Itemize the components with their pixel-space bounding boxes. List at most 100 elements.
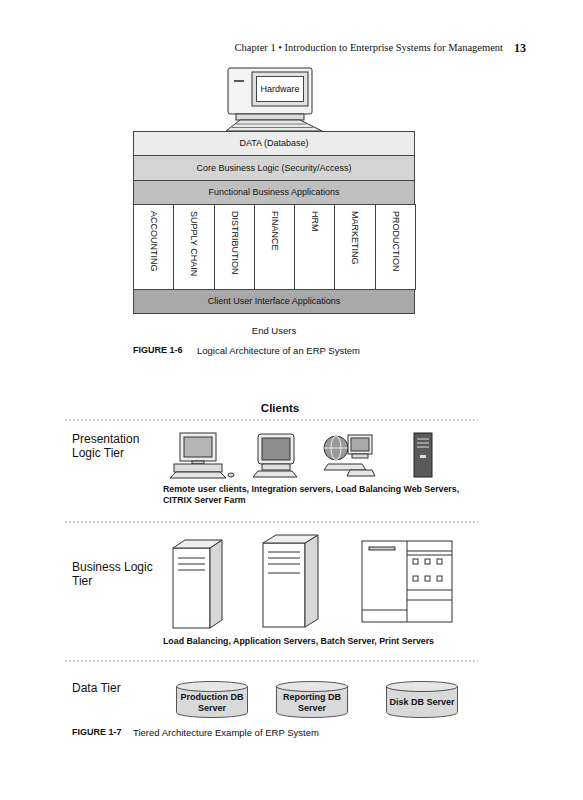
server-tower (173, 540, 222, 628)
server-tower-part (210, 540, 222, 628)
tier-divider (65, 420, 478, 661)
cylinder-top (387, 682, 458, 692)
module-column: DISTRIBUTION (214, 204, 255, 290)
computer-illustration (226, 68, 322, 131)
module-column: ACCOUNTING (133, 204, 174, 290)
network-computer-part (324, 436, 348, 460)
server-rack-part (425, 576, 430, 581)
server-tower-part (305, 535, 318, 627)
crt-computer-part (262, 464, 290, 470)
module-column: FINANCE (254, 204, 295, 290)
tower-computer (414, 433, 432, 477)
server-tower-part (178, 564, 205, 565)
section-heading: Clients (230, 402, 330, 416)
server-rack-part (425, 559, 430, 564)
server-tower (263, 535, 318, 627)
server-rack-part (407, 551, 452, 552)
node-text: HRM (309, 205, 320, 232)
cylinder-top (277, 682, 348, 692)
node-text: PRODUCTION (390, 205, 401, 272)
node-text: Production DB Server (178, 686, 246, 714)
server-rack-part (413, 576, 418, 581)
tier-divider-part (65, 420, 478, 421)
computer-illustration-part (232, 127, 313, 128)
module-column: MARKETING (334, 204, 375, 290)
node-text: DATA (Database) (239, 138, 308, 149)
server-rack-part (362, 541, 452, 622)
tier-label: Business Logic Tier (72, 560, 154, 589)
network-computer-part (347, 470, 375, 476)
server-rack-part (413, 559, 418, 564)
layer-band: Functional Business Applications (133, 180, 415, 205)
server-rack-part (407, 590, 452, 591)
network-computer-part (351, 438, 369, 451)
server-rack-part (437, 576, 442, 581)
tier-description: Load Balancing, Application Servers, Bat… (163, 636, 483, 647)
node-text: DISTRIBUTION (229, 205, 240, 275)
tower-computer-part (417, 447, 429, 448)
server-tower-part (173, 540, 222, 548)
server-tower-part (268, 552, 300, 553)
computer-illustration-part (236, 124, 306, 125)
server-tower-part (263, 543, 305, 627)
cylinder-top (177, 682, 248, 692)
network-computer-part (352, 454, 368, 458)
desktop-computer-part (184, 437, 212, 457)
db-cylinder: Reporting DB Server (276, 681, 348, 718)
figure-number: FIGURE 1-7 (72, 727, 142, 738)
server-tower-part (178, 570, 205, 571)
server-rack-part (407, 555, 452, 556)
figure-caption: Logical Architecture of an ERP System (197, 345, 457, 356)
computer-illustration-part (228, 68, 312, 114)
server-rack-part (369, 547, 395, 550)
server-tower-part (173, 548, 210, 628)
network-computer-part (324, 448, 348, 449)
node-text: Functional Business Applications (208, 187, 339, 198)
layer-band: Core Business Logic (Security/Access) (133, 155, 415, 181)
desktop-computer (170, 433, 234, 478)
db-cylinder: Disk DB Server (386, 681, 458, 718)
desktop-computer-part (180, 433, 216, 461)
screen-box: Hardware (256, 76, 304, 102)
node-text: MARKETING (350, 205, 361, 265)
computer-illustration-part (252, 72, 308, 106)
computer-illustration-part (234, 80, 244, 82)
actor-label: End Users (224, 325, 324, 336)
layer-band: DATA (Database) (133, 131, 415, 156)
node-text: ACCOUNTING (148, 205, 159, 272)
server-rack-part (407, 600, 452, 601)
server-tower-part (268, 558, 300, 559)
node-text: FINANCE (269, 205, 280, 251)
node-text: Hardware (260, 84, 299, 95)
node-text: Reporting DB Server (278, 686, 346, 714)
tier-divider-part (65, 661, 478, 662)
computer-illustration-part (236, 114, 304, 120)
network-computer-part (324, 464, 366, 470)
tier-label: Presentation Logic Tier (72, 432, 154, 461)
db-cylinder: Production DB Server (176, 681, 248, 718)
server-tower-part (263, 535, 318, 543)
server-tower-part (178, 558, 205, 559)
tier-description: Remote user clients, Integration servers… (163, 484, 463, 505)
figure-number: FIGURE 1-6 (133, 345, 203, 356)
tier-label: Data Tier (72, 681, 154, 695)
tier-divider-part (65, 522, 478, 523)
module-column: PRODUCTION (375, 204, 416, 290)
server-tower-part (268, 564, 300, 565)
server-rack (362, 541, 452, 622)
node-text: SUPPLY CHAIN (189, 205, 200, 276)
node-text: Core Business Logic (Security/Access) (196, 163, 351, 174)
server-tower-part (268, 573, 300, 574)
running-header: Chapter 1 • Introduction to Enterprise S… (130, 42, 503, 55)
crt-computer-part (253, 471, 297, 477)
crt-computer-part (258, 434, 294, 464)
server-rack-part (437, 559, 442, 564)
figure-caption: Tiered Architecture Example of ERP Syste… (133, 727, 393, 738)
desktop-computer-part (174, 464, 222, 472)
tower-computer-part (417, 439, 429, 440)
module-column: SUPPLY CHAIN (173, 204, 214, 290)
network-computer-part (348, 435, 372, 454)
computer-illustration-part (226, 120, 322, 131)
